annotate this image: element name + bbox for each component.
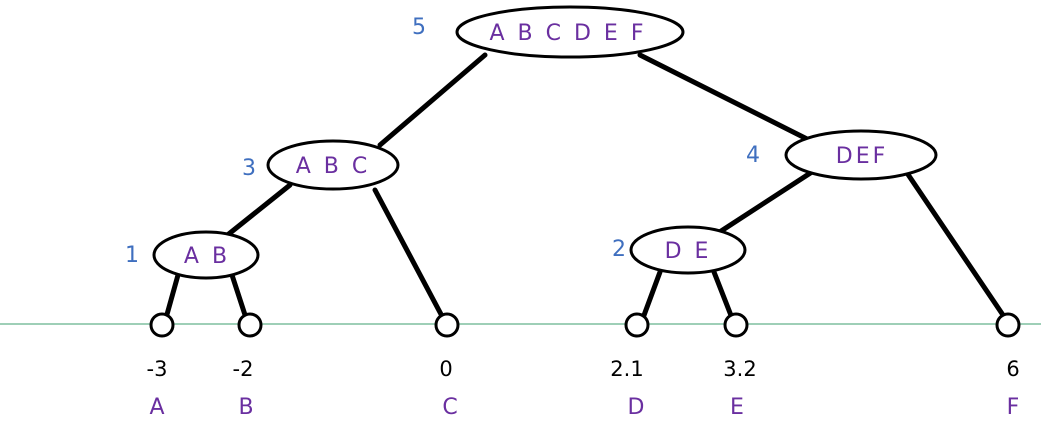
leaf-letter-c: C <box>442 395 457 420</box>
leaf-node-c <box>434 312 460 338</box>
order-label-abcdef: 5 <box>412 15 426 40</box>
cluster-node-abcdef <box>455 5 685 59</box>
leaf-letter-e: E <box>730 395 744 420</box>
order-label-de: 2 <box>612 237 626 262</box>
edge-ab-b <box>229 272 249 321</box>
leaf-value-labels: -3 -2 0 2.1 3.2 6 <box>147 357 1020 381</box>
leaf-node-d <box>624 312 650 338</box>
cluster-label-de: D E <box>665 239 712 264</box>
edge-def-de <box>712 167 818 238</box>
edge-abc-c <box>372 187 446 321</box>
edge-root-abc <box>377 52 488 148</box>
leaf-value-a: -3 <box>147 357 168 381</box>
leaf-value-b: -2 <box>233 357 254 381</box>
edge-de-d <box>640 269 663 321</box>
leaf-value-d: 2.1 <box>610 357 643 381</box>
leaf-value-e: 3.2 <box>723 357 756 381</box>
edge-de-e <box>711 269 735 321</box>
cluster-node-abc <box>266 139 400 191</box>
leaf-letter-b: B <box>238 395 253 420</box>
leaf-node-b <box>237 312 263 338</box>
tree-edges <box>163 52 1008 321</box>
cluster-label-ab: A B <box>184 244 230 269</box>
leaf-letter-a: A <box>149 395 164 420</box>
cluster-labels: A B C D E F A B C DEF A B D E <box>184 21 889 269</box>
leaf-letter-f: F <box>1007 395 1020 420</box>
order-label-def: 4 <box>746 143 760 168</box>
leaf-node-e <box>723 312 749 338</box>
leaf-nodes <box>149 312 1021 338</box>
cluster-node-ab <box>152 230 260 280</box>
edge-root-def <box>637 52 818 146</box>
cluster-label-abcdef: A B C D E F <box>490 21 647 46</box>
order-label-ab: 1 <box>125 243 139 268</box>
cluster-node-de <box>629 225 747 275</box>
leaf-value-c: 0 <box>439 357 452 381</box>
leaf-letter-labels: A B C D E F <box>149 395 1019 420</box>
leaf-node-a <box>149 312 175 338</box>
edge-def-f <box>902 167 1008 321</box>
merge-order-labels: 5 3 4 1 2 <box>125 15 760 268</box>
cluster-label-abc: A B C <box>296 154 371 179</box>
edge-abc-ab <box>222 182 293 240</box>
cluster-label-def: DEF <box>836 144 889 169</box>
order-label-abc: 3 <box>242 156 256 181</box>
cluster-nodes <box>152 5 938 280</box>
cluster-node-def <box>784 129 938 181</box>
leaf-value-f: 6 <box>1006 357 1019 381</box>
leaf-letter-d: D <box>628 395 645 420</box>
edge-ab-a <box>163 272 181 321</box>
leaf-node-f <box>995 312 1021 338</box>
